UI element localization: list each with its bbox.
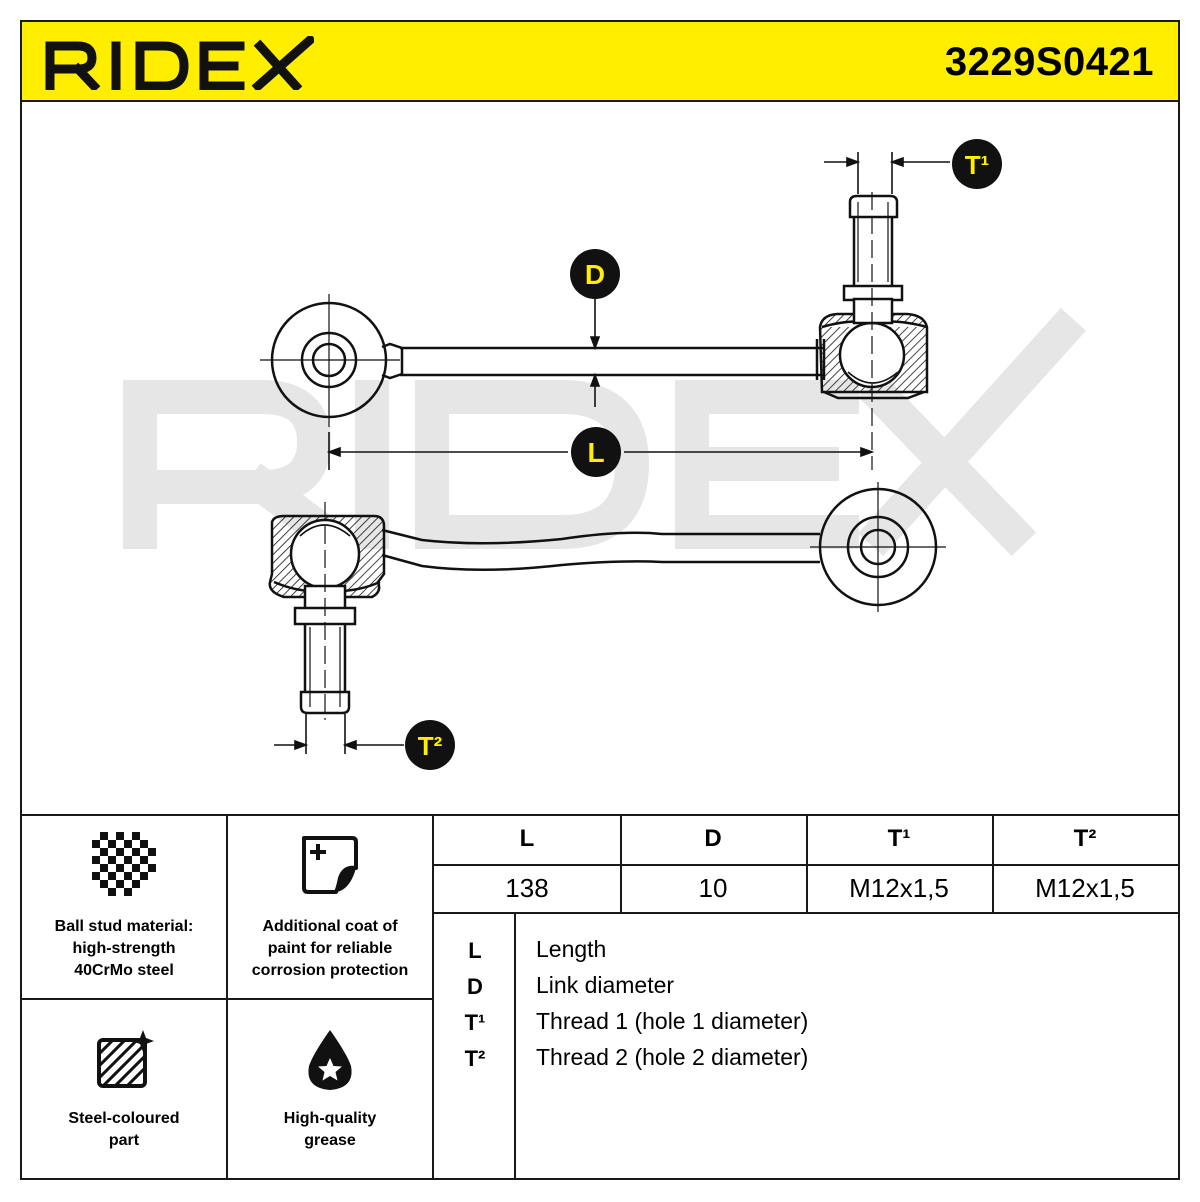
bottom-panel: Ball stud material: high-strength 40CrMo… bbox=[22, 814, 1178, 1180]
spec-value-l: 138 bbox=[505, 873, 549, 903]
callout-l-label: L bbox=[587, 437, 604, 468]
spec-value-t1: M12x1,5 bbox=[849, 873, 949, 903]
legend-label-l: Length bbox=[536, 936, 607, 962]
lower-link-drawing bbox=[268, 482, 946, 720]
callout-t1: T¹ bbox=[952, 139, 1002, 189]
spec-value-row bbox=[434, 864, 1178, 914]
d-dimension bbox=[589, 297, 601, 407]
legend-key-l: L bbox=[468, 938, 482, 963]
t1-dimension bbox=[824, 152, 950, 194]
feature-paint-coat-text: Additional coat of paint for reliable co… bbox=[251, 918, 409, 979]
legend: L Length D Link diameter T¹ Thread 1 (ho… bbox=[22, 816, 1178, 1180]
legend-key-d: D bbox=[467, 974, 483, 999]
spec-value-t2: M12x1,5 bbox=[1035, 873, 1135, 903]
callout-l: L bbox=[571, 427, 621, 477]
legend-key-t2: T² bbox=[464, 1046, 486, 1071]
spec-value-d: 10 bbox=[698, 873, 728, 903]
ridex-logo bbox=[45, 36, 314, 90]
feature-steel-part-text: Steel-coloured part bbox=[68, 1110, 180, 1149]
legend-label-d: Link diameter bbox=[536, 972, 675, 998]
callout-t2: T² bbox=[405, 720, 455, 770]
feature-ball-stud-text: Ball stud material: high-strength 40CrMo… bbox=[54, 918, 194, 979]
checker-pattern-icon bbox=[92, 832, 156, 896]
legend-key-t1: T¹ bbox=[464, 1010, 486, 1035]
grease-drop-icon bbox=[308, 1030, 352, 1090]
spec-header-d: D bbox=[704, 825, 722, 852]
callout-d: D bbox=[570, 249, 620, 299]
feature-ball-stud: Ball stud material: high-strength 40CrMo… bbox=[22, 816, 228, 1000]
spec-header-t1: T¹ bbox=[887, 825, 911, 852]
product-sheet: 3229S0421 bbox=[20, 20, 1180, 1180]
legend-label-t1: Thread 1 (hole 1 diameter) bbox=[536, 1008, 809, 1034]
feature-grease: High-quality grease bbox=[228, 1000, 434, 1180]
part-number: 3229S0421 bbox=[944, 40, 1154, 84]
header-bar: 3229S0421 bbox=[22, 22, 1178, 102]
legend-label-t2: Thread 2 (hole 2 diameter) bbox=[536, 1044, 809, 1070]
callout-t1-label: T¹ bbox=[965, 150, 990, 180]
spec-header-t2: T² bbox=[1073, 825, 1097, 852]
spec-header-l: L bbox=[519, 825, 535, 852]
upper-link-drawing bbox=[260, 192, 929, 470]
t2-dimension bbox=[274, 714, 404, 754]
feature-steel-part: Steel-coloured part bbox=[22, 1000, 228, 1180]
l-dimension bbox=[326, 432, 875, 470]
feature-grease-text: High-quality grease bbox=[283, 1110, 377, 1149]
callout-t2-label: T² bbox=[418, 731, 443, 761]
callout-d-label: D bbox=[585, 259, 605, 290]
feature-paint-coat: Additional coat of paint for reliable co… bbox=[228, 816, 434, 1000]
steel-part-icon bbox=[97, 1030, 154, 1088]
paint-coat-icon bbox=[302, 836, 358, 894]
spec-table: L D T¹ T² 138 10 M12x1,5 M12x1,5 bbox=[434, 816, 1178, 914]
